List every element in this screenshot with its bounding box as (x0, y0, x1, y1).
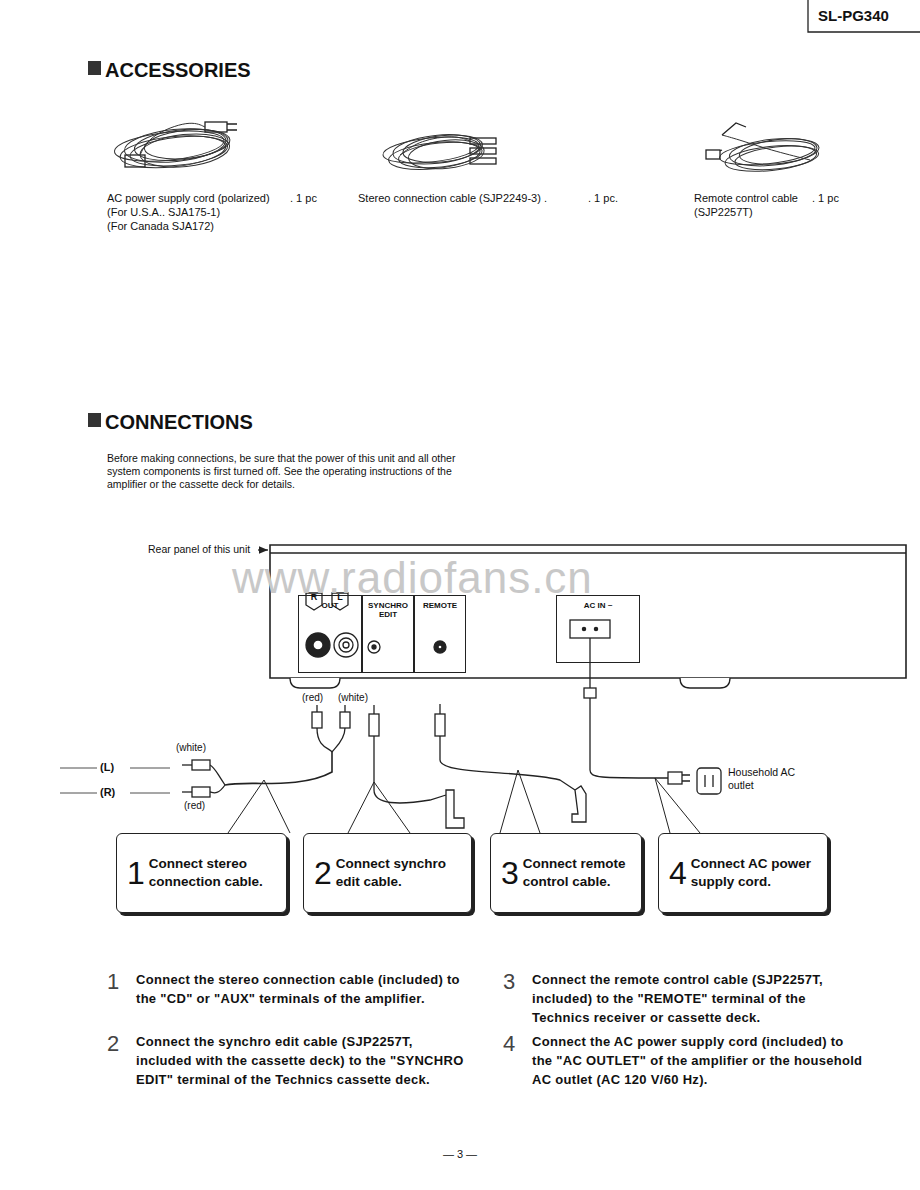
text-label: Remote control cable (694, 192, 824, 206)
callout-box: 2Connect synchro edit cable. (303, 833, 472, 913)
node-label: SL-PG340 (818, 7, 889, 24)
node-label: AC IN ~ (584, 601, 613, 610)
text-label: . 1 pc (812, 192, 862, 206)
text-label: (For Canada SJA172) (107, 220, 307, 234)
text-label: (SJP2257T) (694, 206, 814, 220)
text-label: Connect the remote control cable (SJP225… (532, 971, 867, 1028)
terminal-panel: REMOTE (414, 595, 466, 673)
callout-text: Connect AC power supply cord. (691, 855, 821, 891)
text-label: Connect the synchro edit cable (SJP2257T… (136, 1033, 471, 1090)
text-label: R (306, 592, 322, 603)
terminal-panel: SYNCHRO EDIT (362, 595, 414, 673)
terminal-panel: AC IN ~ (556, 595, 640, 663)
step-number: 1 (107, 968, 133, 996)
text-label: Stereo connection cable (SJP2249-3) . (358, 192, 598, 206)
text-label: (white) (338, 692, 378, 705)
text-label: AC power supply cord (polarized) (107, 192, 307, 206)
model-box: SL-PG340 (810, 0, 920, 32)
callout-box: 4Connect AC power supply cord. (658, 833, 828, 913)
node-label: SYNCHRO EDIT (368, 601, 408, 619)
text-label: L (332, 592, 348, 603)
text-label: — 3 — (430, 1148, 490, 1162)
node-label: OUT (322, 601, 339, 610)
step-number: 2 (107, 1030, 133, 1058)
text-label: (For U.S.A.. SJA175-1) (107, 206, 307, 220)
text-label: . 1 pc (290, 192, 340, 206)
text-label: . 1 pc. (588, 192, 638, 206)
text-label: (L) (100, 761, 128, 775)
callout-text: Connect synchro edit cable. (336, 855, 465, 891)
step-number: 4 (503, 1030, 529, 1058)
callout-number: 1 (127, 857, 145, 889)
text-label: (R) (100, 786, 128, 800)
text-label: (white) (176, 742, 220, 755)
terminal-panel: OUT (298, 595, 362, 673)
text-label: Before making connections, be sure that … (107, 452, 477, 491)
section-heading: CONNECTIONS (105, 410, 405, 435)
step-number: 3 (503, 968, 529, 996)
section-heading: ACCESSORIES (105, 58, 405, 83)
callout-text: Connect remote control cable. (523, 855, 635, 891)
text-label: Connect the AC power supply cord (includ… (532, 1033, 867, 1090)
watermark: www.radiofans.cn (232, 550, 702, 605)
callout-number: 3 (501, 857, 519, 889)
text-label: Household AC outlet (728, 766, 818, 792)
text-label: (red) (184, 800, 218, 813)
node-label: REMOTE (423, 601, 457, 610)
callout-text: Connect stereo connection cable. (149, 855, 280, 891)
callout-number: 2 (314, 857, 332, 889)
text-label: (red) (302, 692, 336, 705)
text-label: Connect the stereo connection cable (inc… (136, 971, 471, 1009)
callout-box: 1Connect stereo connection cable. (116, 833, 287, 913)
callout-box: 3Connect remote control cable. (490, 833, 642, 913)
callout-number: 4 (669, 857, 687, 889)
